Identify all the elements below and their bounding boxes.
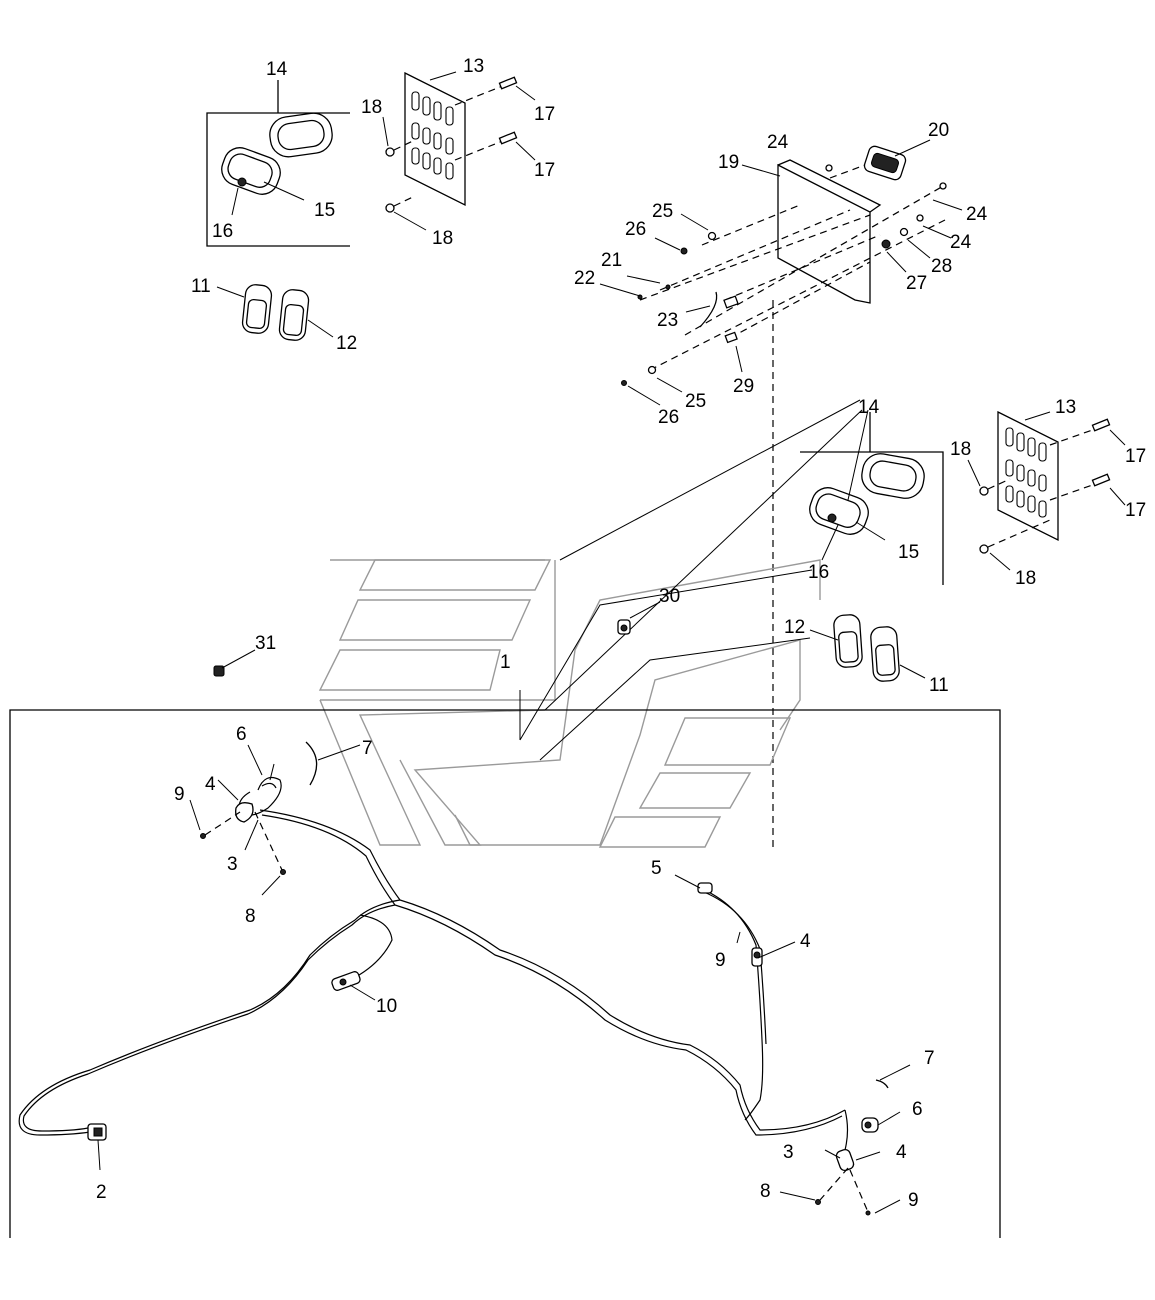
callout-9: 9 xyxy=(715,950,726,971)
wire-harness xyxy=(18,741,911,1216)
body-outline xyxy=(318,559,821,848)
callout-12: 12 xyxy=(336,333,357,354)
upper-left-lenses xyxy=(216,284,334,341)
callout-17: 17 xyxy=(1125,446,1146,467)
callout-25: 25 xyxy=(685,391,706,412)
fasteners-30-31 xyxy=(213,601,661,677)
callout-22: 22 xyxy=(574,268,595,289)
callout-21: 21 xyxy=(601,250,622,271)
leader-lines xyxy=(519,399,869,761)
callout-25: 25 xyxy=(652,201,673,222)
callout-17: 17 xyxy=(534,104,555,125)
callout-5: 5 xyxy=(651,858,662,879)
right-lenses xyxy=(809,614,926,682)
callout-29: 29 xyxy=(733,376,754,397)
callout-12: 12 xyxy=(784,617,805,638)
callout-19: 19 xyxy=(718,152,739,173)
callout-24: 24 xyxy=(950,232,972,253)
harness-frame xyxy=(9,709,1001,1238)
callout-14: 14 xyxy=(266,59,288,80)
callout-8: 8 xyxy=(245,906,256,927)
callout-2: 2 xyxy=(96,1182,107,1203)
callout-16: 16 xyxy=(212,221,233,242)
callout-28: 28 xyxy=(931,256,952,277)
callout-18: 18 xyxy=(361,97,382,118)
callout-4: 4 xyxy=(800,931,811,952)
callout-7: 7 xyxy=(362,738,373,759)
callout-labels: 14 13 18 17 17 15 16 18 11 12 20 24 19 2… xyxy=(96,56,1146,1211)
callout-3: 3 xyxy=(783,1142,794,1163)
callout-27: 27 xyxy=(906,273,927,294)
callout-6: 6 xyxy=(236,724,247,745)
callout-31: 31 xyxy=(255,633,276,654)
callout-18: 18 xyxy=(950,439,971,460)
callout-30: 30 xyxy=(659,586,680,607)
callout-11: 11 xyxy=(929,675,949,696)
callout-9: 9 xyxy=(174,784,185,805)
callout-18: 18 xyxy=(1015,568,1036,589)
callout-14: 14 xyxy=(858,397,880,418)
callout-17: 17 xyxy=(1125,500,1146,521)
callout-6: 6 xyxy=(912,1099,923,1120)
callout-9: 9 xyxy=(908,1190,919,1211)
callout-17: 17 xyxy=(534,160,555,181)
callout-13: 13 xyxy=(463,56,484,77)
callout-26: 26 xyxy=(658,407,679,428)
callout-24: 24 xyxy=(767,132,789,153)
callout-4: 4 xyxy=(896,1142,907,1163)
callout-7: 7 xyxy=(924,1048,935,1069)
callout-26: 26 xyxy=(625,219,646,240)
callout-11: 11 xyxy=(191,276,211,297)
callout-10: 10 xyxy=(376,996,397,1017)
right-lamp-assembly xyxy=(800,410,1126,585)
upper-left-lamp-assembly xyxy=(206,71,536,247)
callout-3: 3 xyxy=(227,854,238,875)
callout-24: 24 xyxy=(966,204,988,225)
callout-1: 1 xyxy=(500,652,511,673)
callout-18: 18 xyxy=(432,228,453,249)
callout-20: 20 xyxy=(928,120,949,141)
callout-15: 15 xyxy=(314,200,335,221)
callout-15: 15 xyxy=(898,542,919,563)
callout-23: 23 xyxy=(657,310,678,331)
callout-4: 4 xyxy=(205,774,216,795)
callout-13: 13 xyxy=(1055,397,1076,418)
callout-16: 16 xyxy=(808,562,829,583)
callout-8: 8 xyxy=(760,1181,771,1202)
